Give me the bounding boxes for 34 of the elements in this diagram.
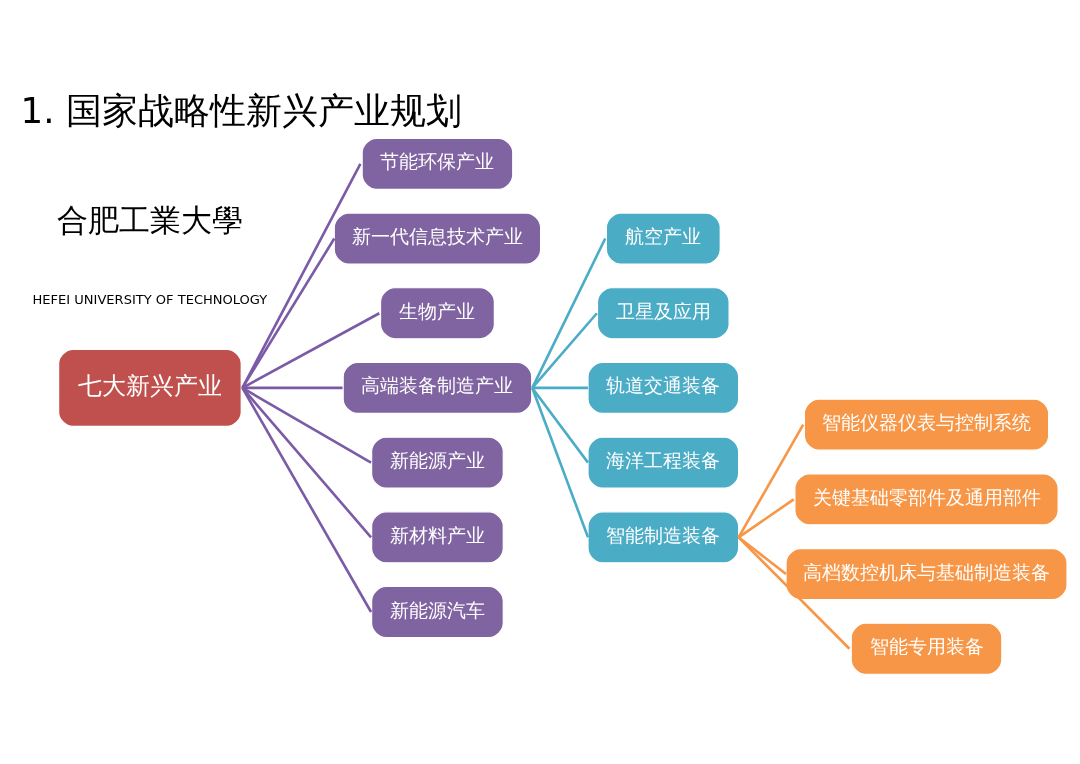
- node-box: 轨道交通装备: [587, 361, 740, 414]
- connector: [737, 424, 805, 538]
- connector: [241, 312, 380, 390]
- connector: [241, 163, 362, 389]
- connector: [531, 237, 607, 389]
- node-box: 新能源产业: [371, 436, 504, 489]
- label: 合肥工業大學: [56, 201, 243, 238]
- connector: [531, 387, 590, 464]
- diagram-title: 1. 国家战略性新兴产业规划: [20, 89, 462, 131]
- connector: [737, 536, 851, 650]
- node-box: 卫星及应用: [596, 287, 730, 340]
- connector: [241, 237, 336, 389]
- node-box: 海洋工程装备: [587, 436, 740, 489]
- connector: [532, 386, 588, 390]
- node-box: 节能环保产业: [361, 137, 514, 190]
- label: HEFEI UNIVERSITY OF TECHNOLOGY: [32, 291, 268, 307]
- node-box: 新一代信息技术产业: [333, 212, 542, 265]
- connector: [531, 312, 598, 389]
- node-box: 智能专用装备: [850, 622, 1003, 675]
- node-box: 新材料产业: [371, 511, 504, 564]
- node-box: 航空产业: [605, 212, 721, 265]
- node-box: 生物产业: [379, 287, 495, 340]
- node-box: 高端装备制造产业: [342, 361, 533, 414]
- node-box: 新能源汽车: [371, 585, 504, 639]
- connector: [531, 387, 590, 538]
- node-box: 高档数控机床与基础制造装备: [785, 548, 1068, 601]
- node-box: 七大新兴产业: [58, 348, 242, 428]
- connector: [242, 386, 343, 390]
- node-box: 智能制造装备: [587, 511, 740, 564]
- connector: [241, 387, 373, 539]
- connector: [241, 387, 373, 613]
- node-box: 智能仪器仪表与控制系统: [803, 398, 1050, 451]
- node-box: 关键基础零部件及通用部件: [794, 473, 1059, 526]
- connector: [737, 498, 795, 539]
